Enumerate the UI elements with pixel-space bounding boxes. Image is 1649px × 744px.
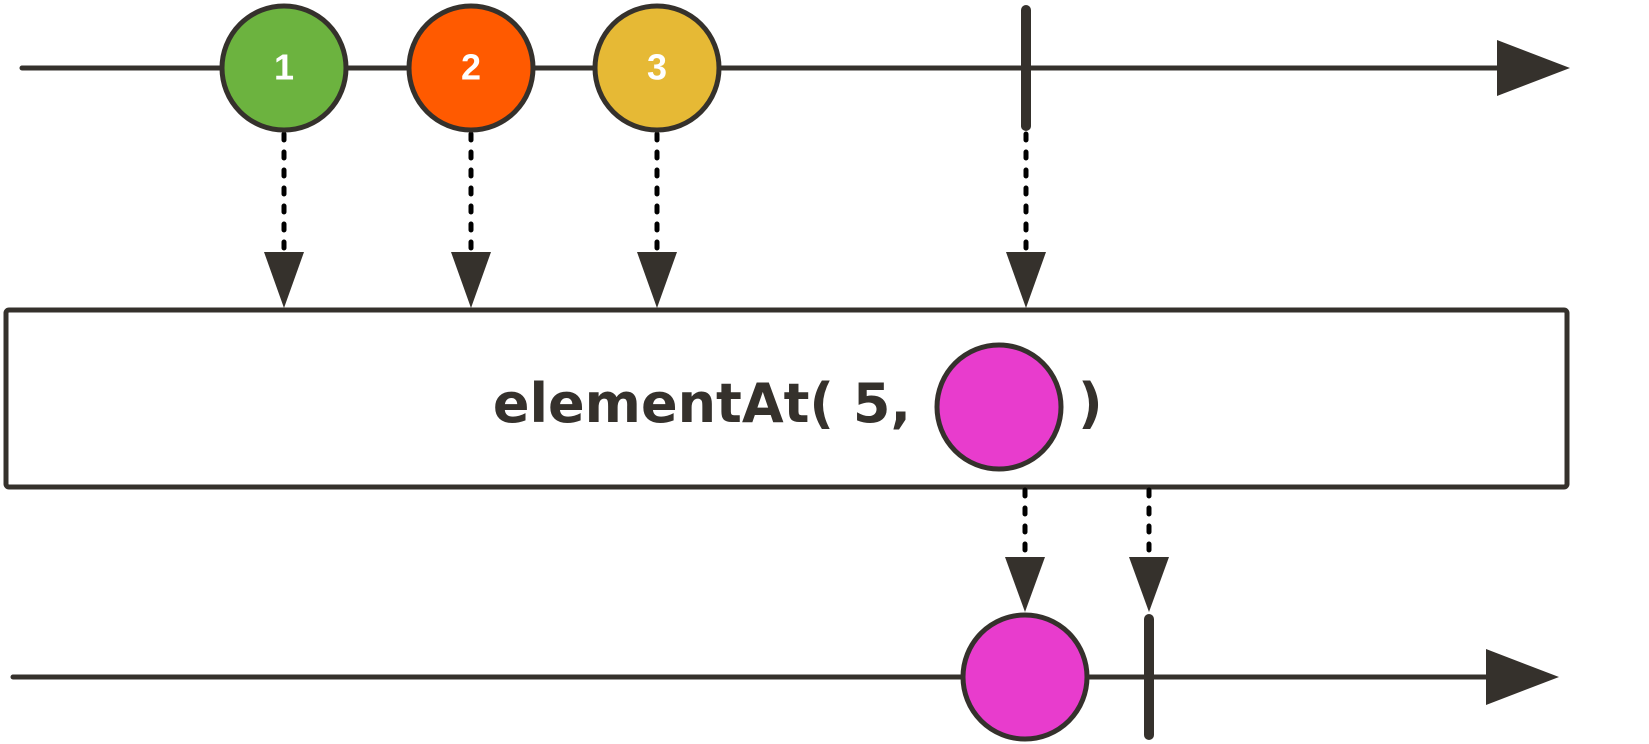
result-marble-1: [960, 612, 1090, 742]
result-timeline: [10, 487, 1559, 742]
source-marble-2-label: 2: [461, 47, 481, 88]
source-marble-3: 3: [592, 3, 722, 133]
source-marble-2-circle: [406, 3, 536, 133]
source-marble-1-label: 1: [274, 47, 294, 88]
source-timeline-arrowhead: [1497, 40, 1570, 96]
operator-box: elementAt( 5, ): [3, 307, 1570, 490]
source-marble-1-connector-arrowhead: [264, 252, 304, 308]
source-marble-3-label: 3: [647, 47, 667, 88]
source-completion-connector-arrowhead: [1006, 252, 1046, 308]
source-marble-3-connector-arrowhead: [637, 252, 677, 308]
operator-label-suffix: ): [1078, 372, 1103, 435]
result-completion-connector-arrowhead: [1129, 557, 1169, 612]
operator-label-prefix: elementAt( 5,: [493, 372, 911, 435]
source-marble-2: 2: [406, 3, 536, 133]
source-timeline: 1 2 3: [19, 3, 1570, 308]
source-marble-3-circle: [592, 3, 722, 133]
source-marble-2-connector-arrowhead: [451, 252, 491, 308]
result-marble-1-circle: [960, 612, 1090, 742]
operator-default-marble: [934, 342, 1064, 472]
source-marble-1: 1: [219, 3, 349, 133]
result-timeline-arrowhead: [1486, 649, 1559, 705]
result-marble-connector-arrowhead: [1005, 557, 1045, 612]
operator-box-frame: [3, 307, 1570, 490]
source-marble-1-circle: [219, 3, 349, 133]
